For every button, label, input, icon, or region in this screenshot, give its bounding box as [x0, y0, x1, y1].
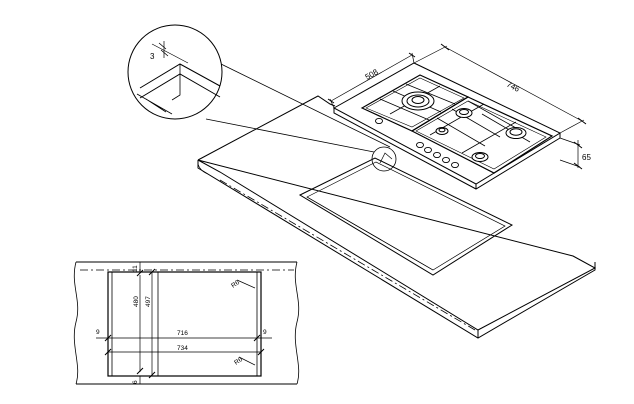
knob-3: [424, 146, 432, 154]
burner-wok: [401, 91, 435, 111]
hob-dimension-lines: [327, 43, 587, 170]
burner-rear-right: [455, 108, 473, 118]
cutout-top-margin-label: 11: [132, 265, 139, 272]
knob-5: [442, 156, 450, 164]
cutout-depth-outer-label: 497: [145, 296, 152, 307]
hob-depth-label: 508: [364, 67, 381, 82]
cutout-side-margin-left-label: 9: [96, 329, 100, 336]
detail-callout: [205, 63, 397, 172]
cutout-width-outer-label: 734: [177, 345, 188, 352]
detail-thickness-label: 3: [150, 52, 155, 61]
burners: [401, 91, 527, 162]
cutout-dimension-lines: [96, 262, 272, 384]
burner-front-right: [471, 152, 489, 162]
corner-radius-top-label: R6: [230, 279, 241, 290]
cutout-side-margin-right-label: 9: [263, 329, 267, 336]
hob: [332, 62, 562, 190]
cutout-depth-inner-label: 480: [133, 296, 140, 307]
corner-radius-bottom-label: R6: [233, 356, 244, 367]
burner-front-left: [435, 127, 449, 135]
detail-zoom: [127, 24, 223, 120]
burner-right-large: [505, 127, 527, 139]
knob-6: [451, 161, 459, 169]
control-knobs: [375, 117, 459, 169]
cutout-bottom-margin-label: 6: [132, 380, 139, 384]
cutout-width-inner-label: 716: [177, 330, 188, 337]
hob-height-label: 65: [582, 153, 591, 162]
cutout-plan: [73, 261, 300, 385]
knob-1: [375, 117, 383, 125]
worktop: [197, 95, 597, 339]
knob-4: [433, 151, 441, 159]
knob-2: [416, 141, 424, 149]
hob-width-label: 746: [505, 80, 521, 94]
worktop-cutout: [298, 157, 514, 276]
